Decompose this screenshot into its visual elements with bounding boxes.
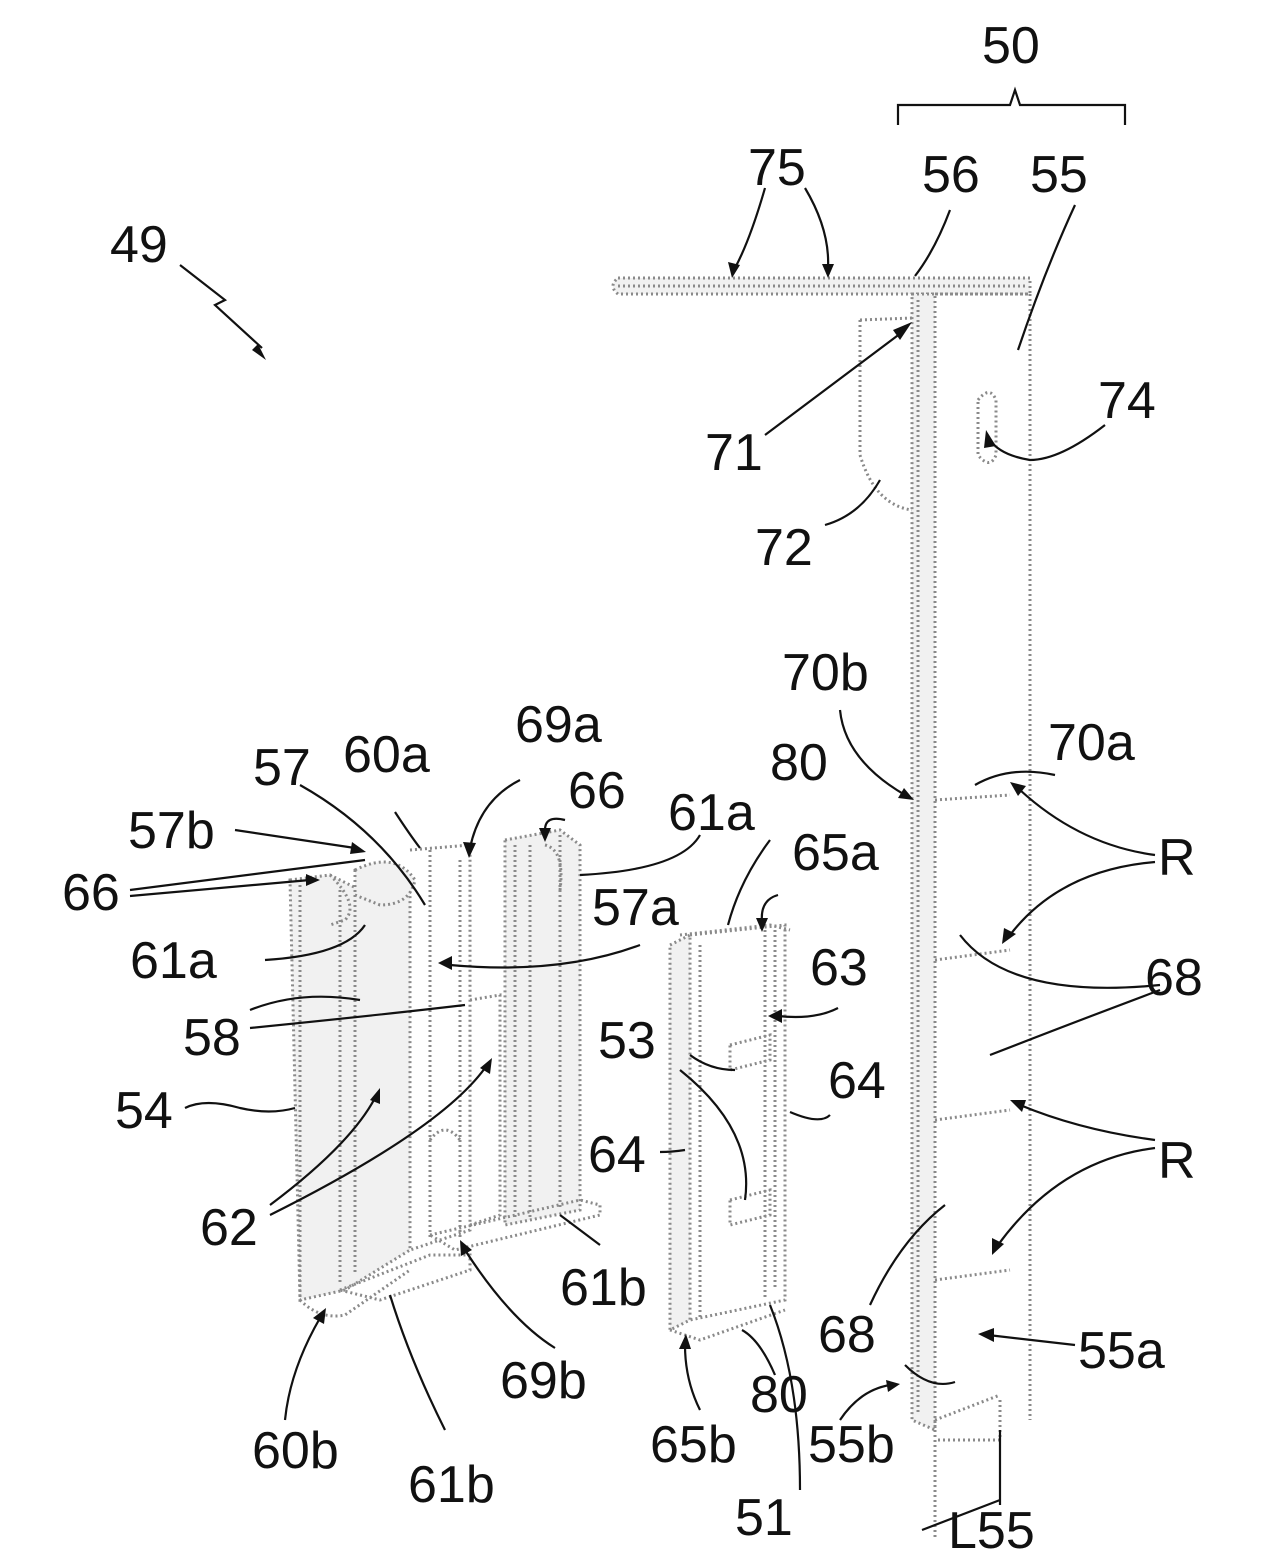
label-74: 74 (1098, 372, 1156, 430)
label-69a: 69a (515, 696, 602, 754)
label-70a: 70a (1048, 714, 1135, 772)
label-72: 72 (755, 519, 813, 577)
label-80-bottom: 80 (750, 1366, 808, 1424)
label-66-left: 66 (62, 864, 120, 922)
label-69b: 69b (500, 1352, 587, 1410)
label-50: 50 (982, 17, 1040, 75)
label-65a: 65a (792, 824, 879, 882)
label-60b: 60b (252, 1422, 339, 1480)
label-R-lower: R (1158, 1132, 1196, 1190)
label-66-top: 66 (568, 762, 626, 820)
label-55: 55 (1030, 146, 1088, 204)
part-54-body (290, 830, 600, 1316)
label-63: 63 (810, 939, 868, 997)
label-57b: 57b (128, 802, 215, 860)
label-80-top: 80 (770, 734, 828, 792)
label-58: 58 (183, 1009, 241, 1067)
label-53: 53 (598, 1012, 656, 1070)
label-71: 71 (705, 424, 763, 482)
label-61a-left: 61a (130, 932, 217, 990)
label-68-upper: 68 (1145, 949, 1203, 1007)
label-61b-bottom: 61b (408, 1456, 495, 1514)
label-57: 57 (253, 739, 311, 797)
label-55a: 55a (1078, 1322, 1165, 1380)
label-54: 54 (115, 1082, 173, 1140)
part-51-body (670, 925, 790, 1340)
label-55b: 55b (808, 1416, 895, 1474)
label-49: 49 (110, 216, 168, 274)
label-L55: L55 (948, 1502, 1035, 1560)
label-65b: 65b (650, 1416, 737, 1474)
label-57a: 57a (592, 879, 679, 937)
label-68-lower: 68 (818, 1306, 876, 1364)
label-62: 62 (200, 1199, 258, 1257)
label-51: 51 (735, 1489, 793, 1547)
reference-labels: 50 75 56 55 49 74 71 72 70b 70a 69a 57 6… (62, 17, 1203, 1560)
label-60a: 60a (343, 726, 430, 784)
label-70b: 70b (782, 644, 869, 702)
label-64-left: 64 (588, 1126, 646, 1184)
label-64-right: 64 (828, 1052, 886, 1110)
label-61a-top: 61a (668, 784, 755, 842)
label-75: 75 (748, 139, 806, 197)
label-56: 56 (922, 146, 980, 204)
label-61b-mid: 61b (560, 1259, 647, 1317)
label-R-upper: R (1158, 829, 1196, 887)
